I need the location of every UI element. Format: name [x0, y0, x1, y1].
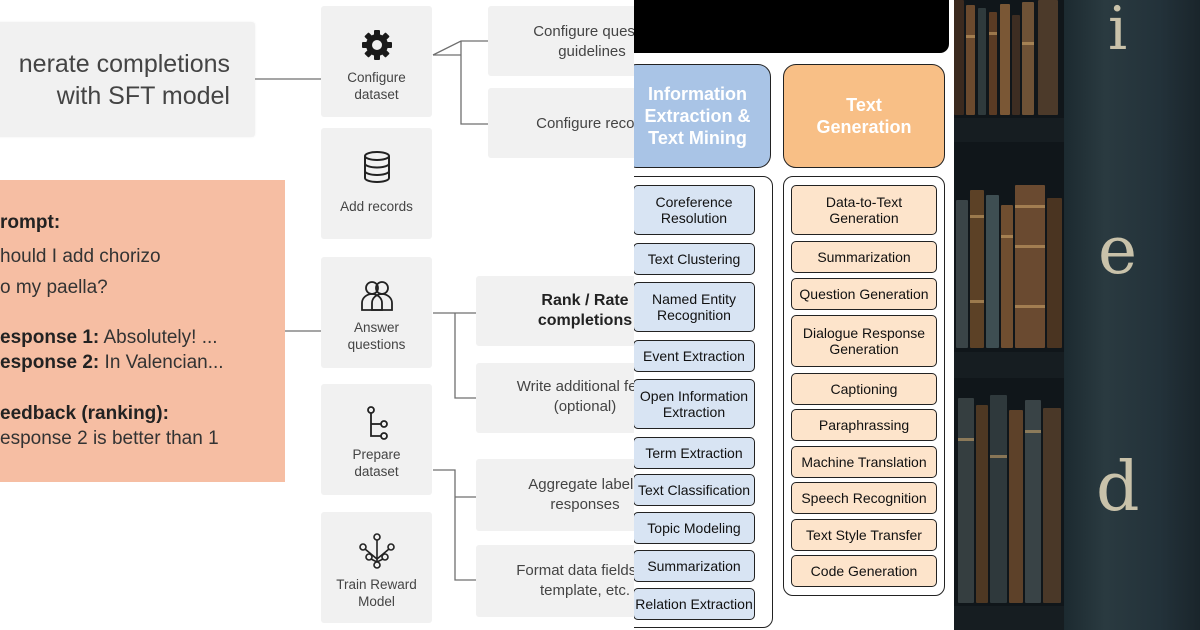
users-icon — [321, 279, 432, 313]
book — [1043, 408, 1061, 603]
book — [976, 405, 988, 603]
book — [1022, 2, 1034, 115]
step-configure-label: Configure dataset — [347, 70, 406, 102]
step-configure-dataset: Configure dataset — [321, 6, 432, 117]
book — [1009, 410, 1023, 603]
feedback-label: eedback (ranking): — [0, 403, 169, 424]
prompt-line-2: o my paella? — [0, 277, 108, 298]
book — [989, 12, 997, 115]
substep-rank-rate: Rank / Rate completions — [476, 276, 634, 346]
book — [978, 8, 986, 115]
task-open-information-extraction: Open Information Extraction — [634, 379, 755, 429]
book — [1025, 400, 1041, 603]
book — [1000, 4, 1010, 115]
text-generation-task-list: Data-to-Text Generation Summarization Qu… — [783, 176, 945, 596]
book — [1015, 185, 1045, 348]
shelf-plank — [954, 352, 1064, 378]
step-prepare-dataset: Prepare dataset — [321, 384, 432, 495]
large-book-spine: i e d — [1064, 0, 1200, 630]
task-topic-modeling: Topic Modeling — [634, 512, 755, 544]
task-relation-extraction: Relation Extraction — [634, 588, 755, 620]
category-information-extraction: Information Extraction & Text Mining — [634, 64, 771, 168]
step-answer-questions: Answer questions — [321, 257, 432, 368]
substep-configure-questions: Configure questio guidelines — [488, 6, 634, 76]
response-1-line: esponse 1: Absolutely! ... — [0, 327, 218, 349]
task-summarization-ie: Summarization — [634, 550, 755, 582]
book — [958, 398, 974, 603]
spine-letter: e — [1098, 212, 1138, 289]
flow-icon — [321, 406, 432, 440]
category-text-generation: Text Generation — [783, 64, 945, 168]
feedback-example-card: rompt: hould I add chorizo o my paella? … — [0, 180, 285, 482]
task-code-generation: Code Generation — [791, 555, 937, 587]
substep-aggregate-labels-label: Aggregate labele responses — [528, 476, 634, 513]
substep-configure-questions-label: Configure questio guidelines — [533, 23, 634, 60]
spine-letter: i — [1108, 0, 1128, 64]
database-icon — [321, 150, 432, 184]
book — [956, 200, 968, 348]
response-1-text: Absolutely! ... — [99, 327, 218, 348]
task-event-extraction: Event Extraction — [634, 340, 755, 372]
network-icon — [321, 533, 432, 569]
task-term-extraction: Term Extraction — [634, 437, 755, 469]
substep-format-fields: Format data fields (p template, etc. — [476, 545, 634, 617]
generate-completions-text: nerate completions with SFT model — [18, 50, 230, 110]
substep-aggregate-labels: Aggregate labele responses — [476, 459, 634, 531]
gear-icon — [321, 28, 432, 62]
shelf-plank — [954, 606, 1064, 630]
task-text-style-transfer: Text Style Transfer — [791, 519, 937, 551]
book — [990, 395, 1007, 603]
substep-rank-rate-label: Rank / Rate completions — [537, 292, 633, 329]
step-prepare-label: Prepare dataset — [352, 447, 401, 479]
task-paraphrassing: Paraphrassing — [791, 409, 937, 441]
header-bar — [634, 0, 949, 53]
task-data-to-text-generation: Data-to-Text Generation — [791, 185, 937, 235]
workflow-diagram-panel: nerate completions with SFT model rompt:… — [0, 6, 634, 623]
book — [1047, 198, 1062, 348]
task-named-entity-recognition: Named Entity Recognition — [634, 282, 755, 332]
step-records-label: Add records — [340, 199, 413, 214]
response-2-line: esponse 2: In Valencian... — [0, 352, 224, 374]
task-summarization-tg: Summarization — [791, 241, 937, 273]
prompt-line-1: hould I add chorizo — [0, 246, 161, 267]
task-text-classification: Text Classification — [634, 474, 755, 506]
substep-configure-records: Configure record — [488, 88, 634, 158]
response-2-label: esponse 2: — [0, 352, 100, 373]
book — [1038, 0, 1058, 115]
task-question-generation: Question Generation — [791, 278, 937, 310]
step-answer-label: Answer questions — [347, 320, 406, 352]
task-machine-translation: Machine Translation — [791, 446, 937, 478]
substep-additional-feedback: Write additional feed (optional) — [476, 363, 634, 433]
response-2-text: In Valencian... — [99, 352, 224, 373]
information-extraction-task-list: Coreference Resolution Text Clustering N… — [634, 176, 773, 628]
step-train-reward-model: Train Reward Model — [321, 512, 432, 623]
step-add-records: Add records — [321, 128, 432, 239]
task-taxonomy-panel: Information Extraction & Text Mining Tex… — [634, 0, 954, 630]
book — [1012, 15, 1020, 115]
book — [1001, 205, 1013, 348]
task-text-clustering: Text Clustering — [634, 243, 755, 275]
substep-format-fields-label: Format data fields (p template, etc. — [516, 562, 634, 599]
response-1-label: esponse 1: — [0, 327, 100, 348]
generate-completions-box: nerate completions with SFT model — [0, 22, 255, 137]
spine-letter: d — [1096, 448, 1140, 527]
book — [954, 0, 964, 115]
shelf-plank — [954, 118, 1064, 142]
prompt-label: rompt: — [0, 212, 61, 233]
book — [966, 5, 975, 115]
substep-configure-records-label: Configure record — [536, 115, 634, 132]
task-speech-recognition: Speech Recognition — [791, 482, 937, 514]
step-train-label: Train Reward Model — [336, 577, 417, 609]
task-captioning: Captioning — [791, 373, 937, 405]
connector-lines — [255, 40, 488, 581]
substep-additional-feedback-label: Write additional feed (optional) — [516, 378, 634, 415]
feedback-text: esponse 2 is better than 1 — [0, 428, 219, 449]
task-coreference-resolution: Coreference Resolution — [634, 185, 755, 235]
book — [970, 190, 984, 348]
book — [986, 195, 999, 348]
bookshelf-photo: i e d — [954, 0, 1200, 630]
task-dialogue-response-generation: Dialogue Response Generation — [791, 315, 937, 367]
